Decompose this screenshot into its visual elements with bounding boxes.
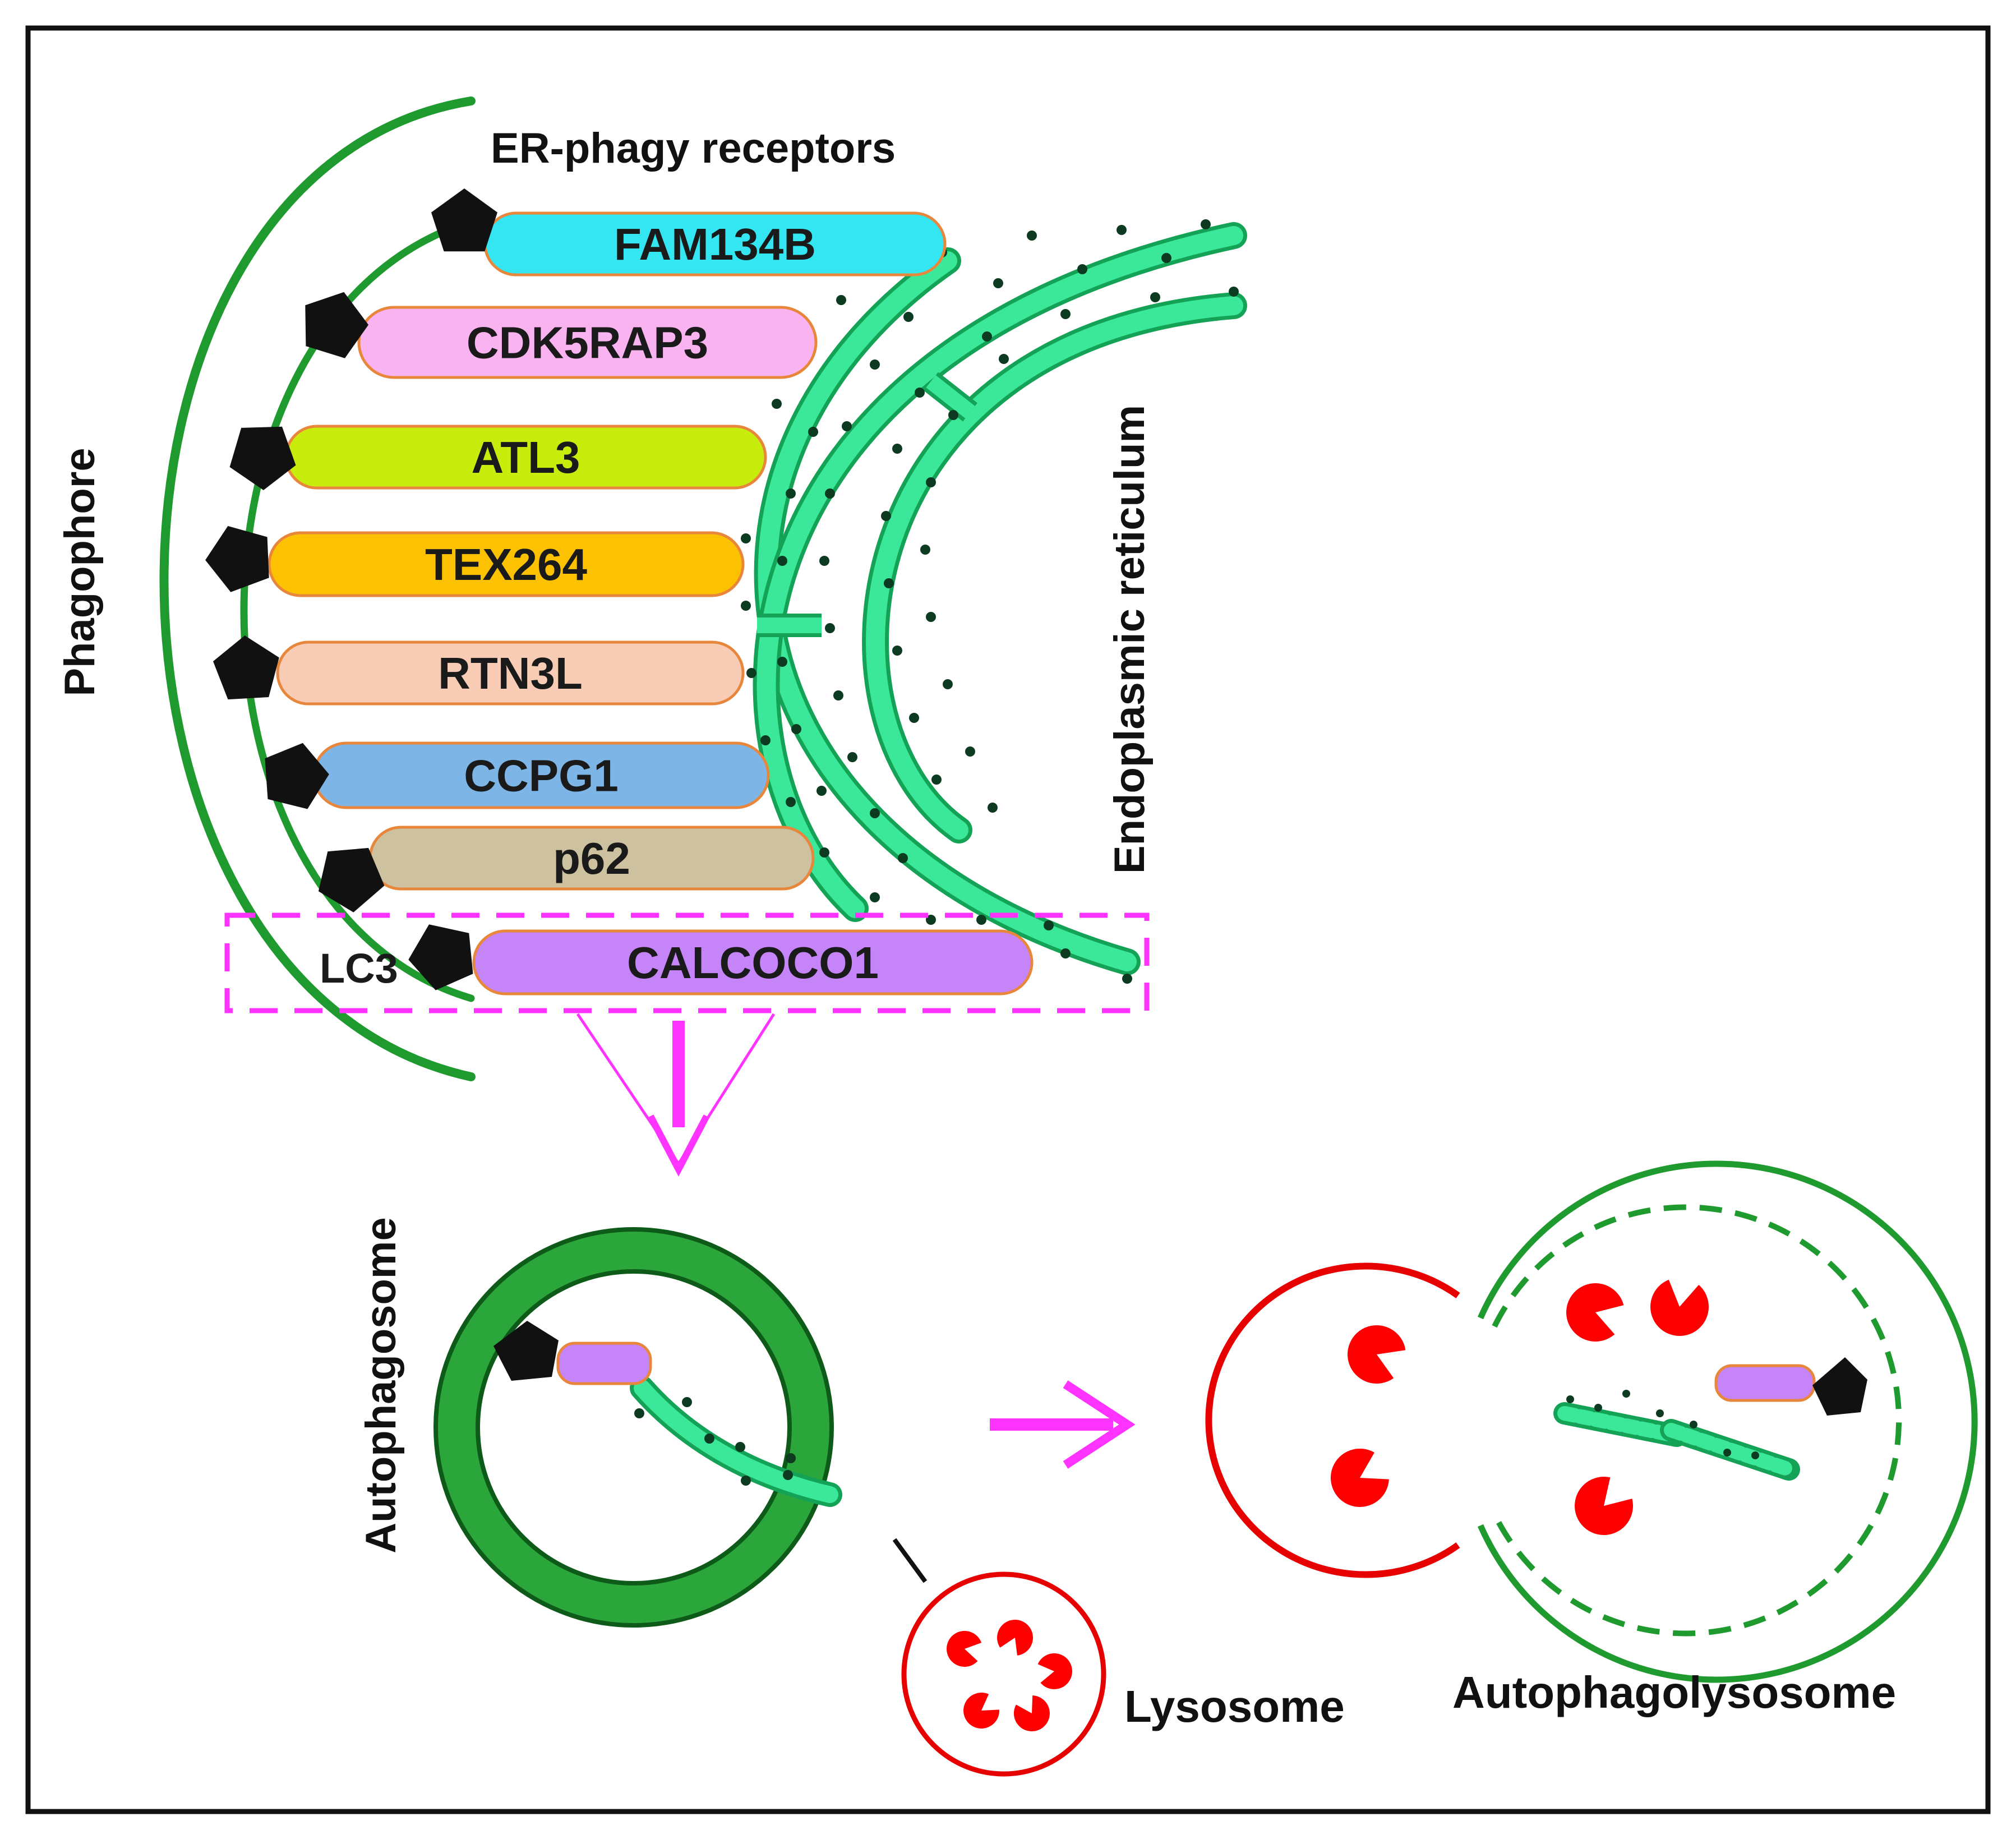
receptor-bar: [472, 929, 1034, 995]
hydrolase-pacman-icon: [1013, 1695, 1050, 1731]
receptor-atl3: ATL3: [229, 425, 767, 490]
lc3-pentagon-icon: [205, 526, 269, 592]
receptor-label: TEX264: [425, 540, 588, 589]
lc3-pentagon-icon: [408, 924, 473, 990]
hydrolase-pacman-icon: [997, 1620, 1034, 1656]
lysosome: [901, 1571, 1106, 1777]
hydrolase-pacman-icon: [1575, 1477, 1634, 1536]
hydrolase-pacman-icon: [1347, 1325, 1406, 1384]
lc3-pentagon-icon: [431, 188, 497, 252]
autophagolysosome-lysosome-part: [1205, 1262, 1460, 1578]
lc3-label: LC3: [320, 945, 398, 992]
lc3-pentagon-icon: [305, 292, 368, 358]
phagophore: [159, 96, 476, 1081]
receptor-label: ATL3: [471, 432, 580, 482]
receptor-rtn3l: RTN3L: [213, 635, 745, 706]
autophagolysosome: [1205, 1160, 1978, 1683]
hydrolase-pacman-icon: [1037, 1653, 1073, 1689]
receptor-p62: p62: [318, 826, 815, 912]
receptor-label: RTN3L: [438, 648, 583, 698]
autophagolysosome-inner-membrane: [1492, 1204, 1902, 1637]
receptor-calcoco1: CALCOCO1: [408, 924, 1034, 995]
digested-er-fragments: [1553, 1390, 1800, 1481]
receptor-label: CCPG1: [464, 751, 619, 801]
receptor-label: p62: [553, 833, 630, 883]
hydrolase-pacman-icon: [1650, 1279, 1709, 1336]
autophagolysosome-outer-membrane: [1477, 1160, 1978, 1683]
receptor-label: CALCOCO1: [627, 938, 879, 988]
autophagolysosome-hydrolases: [1330, 1279, 1709, 1536]
receptor-label: FAM134B: [614, 219, 816, 269]
receptor-label: CDK5RAP3: [467, 318, 708, 368]
receptor-cdk5rap3: CDK5RAP3: [305, 292, 818, 379]
lysosome-hydrolases: [947, 1620, 1073, 1731]
er-phagy-receptors-label: ER-phagy receptors: [491, 125, 896, 172]
lc3-pentagon-icon: [229, 426, 296, 490]
lc3-pentagon-icon: [318, 847, 385, 912]
receptor-bar: [267, 531, 745, 597]
receptor-bar: [357, 306, 818, 379]
autophagosome-label: Autophagosome: [357, 1217, 405, 1554]
fusion-arrow-icon: [990, 1380, 1136, 1469]
phagophore-label: Phagophore: [56, 448, 104, 696]
receptor-ccpg1: CCPG1: [265, 741, 770, 809]
autophagolysosome-label: Autophagolysosome: [1452, 1667, 1896, 1717]
autophagosome: [433, 1227, 928, 1628]
lysosome-label: Lysosome: [1124, 1681, 1345, 1731]
hydrolase-pacman-icon: [947, 1630, 982, 1667]
funnel-arrow: [576, 1013, 776, 1177]
lc3-pentagon-icon: [213, 635, 279, 700]
phagophore-inner-membrane: [240, 218, 475, 1002]
hydrolase-pacman-icon: [963, 1693, 1000, 1729]
autophagolysosome-lc3-icon: [1812, 1357, 1867, 1416]
lc3-pentagon-icon: [265, 743, 329, 809]
autophagosome-receptor: [556, 1342, 652, 1385]
receptor-tex264: TEX264: [205, 526, 745, 597]
receptor-fam134b: FAM134B: [431, 188, 947, 276]
calcoco1-highlight-box: [224, 912, 1150, 1013]
hydrolase-pacman-icon: [1330, 1448, 1389, 1507]
hydrolase-pacman-icon: [1566, 1283, 1624, 1342]
endoplasmic-reticulum: [741, 219, 1247, 984]
autophagosome-lc3-icon: [493, 1321, 559, 1381]
endoplasmic-reticulum-label: Endoplasmic reticulum: [1106, 405, 1154, 874]
receptor-bar: [276, 640, 745, 706]
phagophore-outer-membrane: [159, 96, 476, 1081]
autophagolysosome-receptor: [1714, 1364, 1816, 1402]
